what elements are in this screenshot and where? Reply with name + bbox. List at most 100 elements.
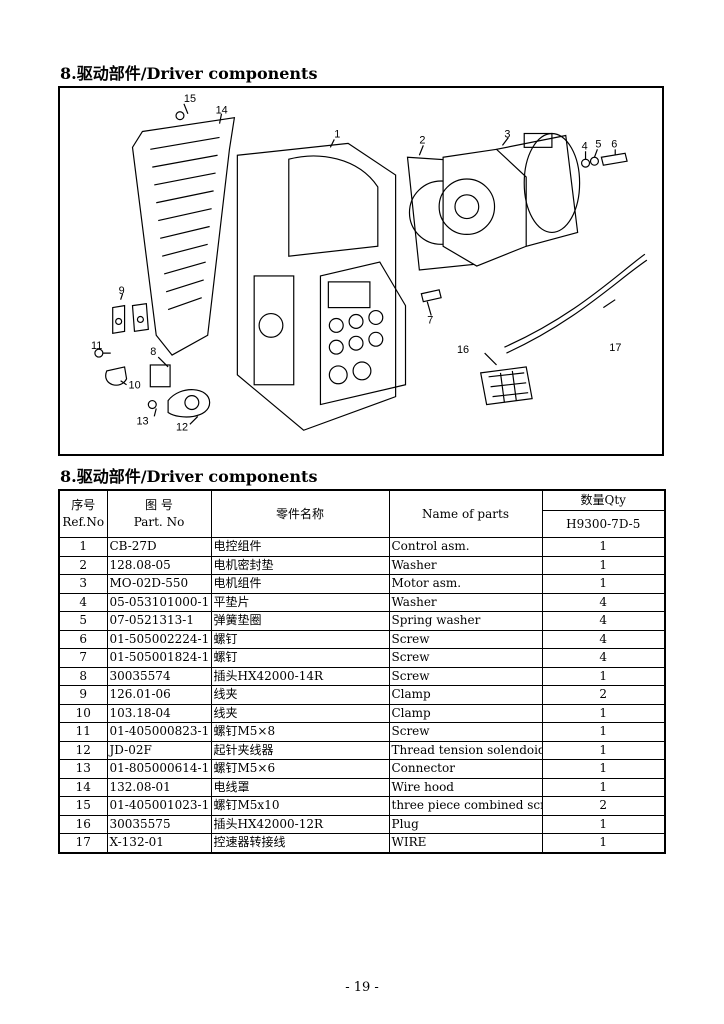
name-en-cell: Screw xyxy=(388,666,543,686)
part-no-cell: 132.08-01 xyxy=(106,777,212,797)
ref-cell: 7 xyxy=(58,648,108,668)
ref-cell: 5 xyxy=(58,611,108,631)
name-en-cell: Clamp xyxy=(388,685,543,705)
exploded-diagram: 1 2 3 4 5 6 7 8 9 10 11 12 13 14 15 16 1… xyxy=(58,86,664,456)
ref-cell: 16 xyxy=(58,814,108,834)
svg-text:11: 11 xyxy=(91,340,102,352)
qty-cell: 1 xyxy=(541,759,666,779)
part-no-cell: CB-27D xyxy=(106,537,212,557)
ref-cell: 14 xyxy=(58,777,108,797)
name-cn-cell: 线夹 xyxy=(210,703,390,723)
name-cn-cell: 电线罩 xyxy=(210,777,390,797)
part-no-cell: 01-505001824-1 xyxy=(106,648,212,668)
table-heading: 8.驱动部件/Driver components xyxy=(60,467,318,486)
qty-cell: 4 xyxy=(541,648,666,668)
ref-cell: 1 xyxy=(58,537,108,557)
svg-text:4: 4 xyxy=(582,140,588,152)
ref-cell: 11 xyxy=(58,722,108,742)
name-cn-cell: 插头HX42000-14R xyxy=(210,666,390,686)
svg-text:6: 6 xyxy=(611,138,617,150)
part-no-cell: 01-405001023-1 xyxy=(106,796,212,816)
name-cn-cell: 电控组件 xyxy=(210,537,390,557)
name-en-cell: Connector xyxy=(388,759,543,779)
svg-text:15: 15 xyxy=(184,93,196,105)
name-cn-cell: 电机密封垫 xyxy=(210,555,390,575)
name-cn-cell: 控速器转接线 xyxy=(210,833,390,853)
name-en-cell: Screw xyxy=(388,648,543,668)
qty-cell: 1 xyxy=(541,777,666,797)
svg-text:16: 16 xyxy=(457,344,469,356)
name-cn-cell: 起针夹线器 xyxy=(210,740,390,760)
name-en-cell: Motor asm. xyxy=(388,574,543,594)
svg-text:9: 9 xyxy=(119,285,125,297)
part-no-cell: MO-02D-550 xyxy=(106,574,212,594)
name-cn-cell: 螺钉 xyxy=(210,648,390,668)
qty-cell: 1 xyxy=(541,703,666,723)
svg-text:14: 14 xyxy=(216,105,228,117)
name-cn-cell: 螺钉M5×8 xyxy=(210,722,390,742)
ref-cell: 10 xyxy=(58,703,108,723)
model-header: H9300-7D-5 xyxy=(541,510,666,538)
ref-cell: 6 xyxy=(58,629,108,649)
name-cn-cell: 弹簧垫圈 xyxy=(210,611,390,631)
name-cn-cell: 电机组件 xyxy=(210,574,390,594)
exploded-diagram-drawing: 1 2 3 4 5 6 7 8 9 10 11 12 13 14 15 16 1… xyxy=(91,93,648,433)
svg-text:13: 13 xyxy=(136,415,148,427)
name-cn-header: 零件名称 xyxy=(210,489,390,538)
ref-cell: 4 xyxy=(58,592,108,612)
part-no-cell: 30035574 xyxy=(106,666,212,686)
part-no-cell: 01-505002224-1 xyxy=(106,629,212,649)
part-no-cell: 01-805000614-1 xyxy=(106,759,212,779)
ref-cell: 12 xyxy=(58,740,108,760)
name-cn-cell: 插头HX42000-12R xyxy=(210,814,390,834)
part-no-cell: 05-053101000-1 xyxy=(106,592,212,612)
svg-text:17: 17 xyxy=(609,342,621,354)
svg-text:2: 2 xyxy=(419,134,425,146)
part-no-cell: 07-0521313-1 xyxy=(106,611,212,631)
qty-cell: 2 xyxy=(541,796,666,816)
qty-cell: 2 xyxy=(541,685,666,705)
qty-cell: 1 xyxy=(541,722,666,742)
name-cn-cell: 螺钉 xyxy=(210,629,390,649)
name-en-cell: Screw xyxy=(388,722,543,742)
section-heading: 8.驱动部件/Driver components xyxy=(60,64,318,83)
qty-cell: 4 xyxy=(541,592,666,612)
qty-cell: 1 xyxy=(541,833,666,853)
qty-header: 数量Qty xyxy=(541,489,666,511)
name-en-cell: Thread tension solendoid asr xyxy=(388,740,543,760)
qty-cell: 1 xyxy=(541,574,666,594)
part-no-cell: 128.08-05 xyxy=(106,555,212,575)
part-no-cell: JD-02F xyxy=(106,740,212,760)
name-en-cell: Wire hood xyxy=(388,777,543,797)
svg-text:7: 7 xyxy=(427,314,433,326)
name-en-cell: Plug xyxy=(388,814,543,834)
part-no-cell: X-132-01 xyxy=(106,833,212,853)
ref-cell: 8 xyxy=(58,666,108,686)
name-en-cell: Control asm. xyxy=(388,537,543,557)
svg-text:8: 8 xyxy=(150,346,156,358)
ref-cell: 2 xyxy=(58,555,108,575)
name-cn-cell: 线夹 xyxy=(210,685,390,705)
part-no-cell: 103.18-04 xyxy=(106,703,212,723)
svg-text:1: 1 xyxy=(334,128,340,140)
qty-cell: 4 xyxy=(541,611,666,631)
ref-cell: 9 xyxy=(58,685,108,705)
